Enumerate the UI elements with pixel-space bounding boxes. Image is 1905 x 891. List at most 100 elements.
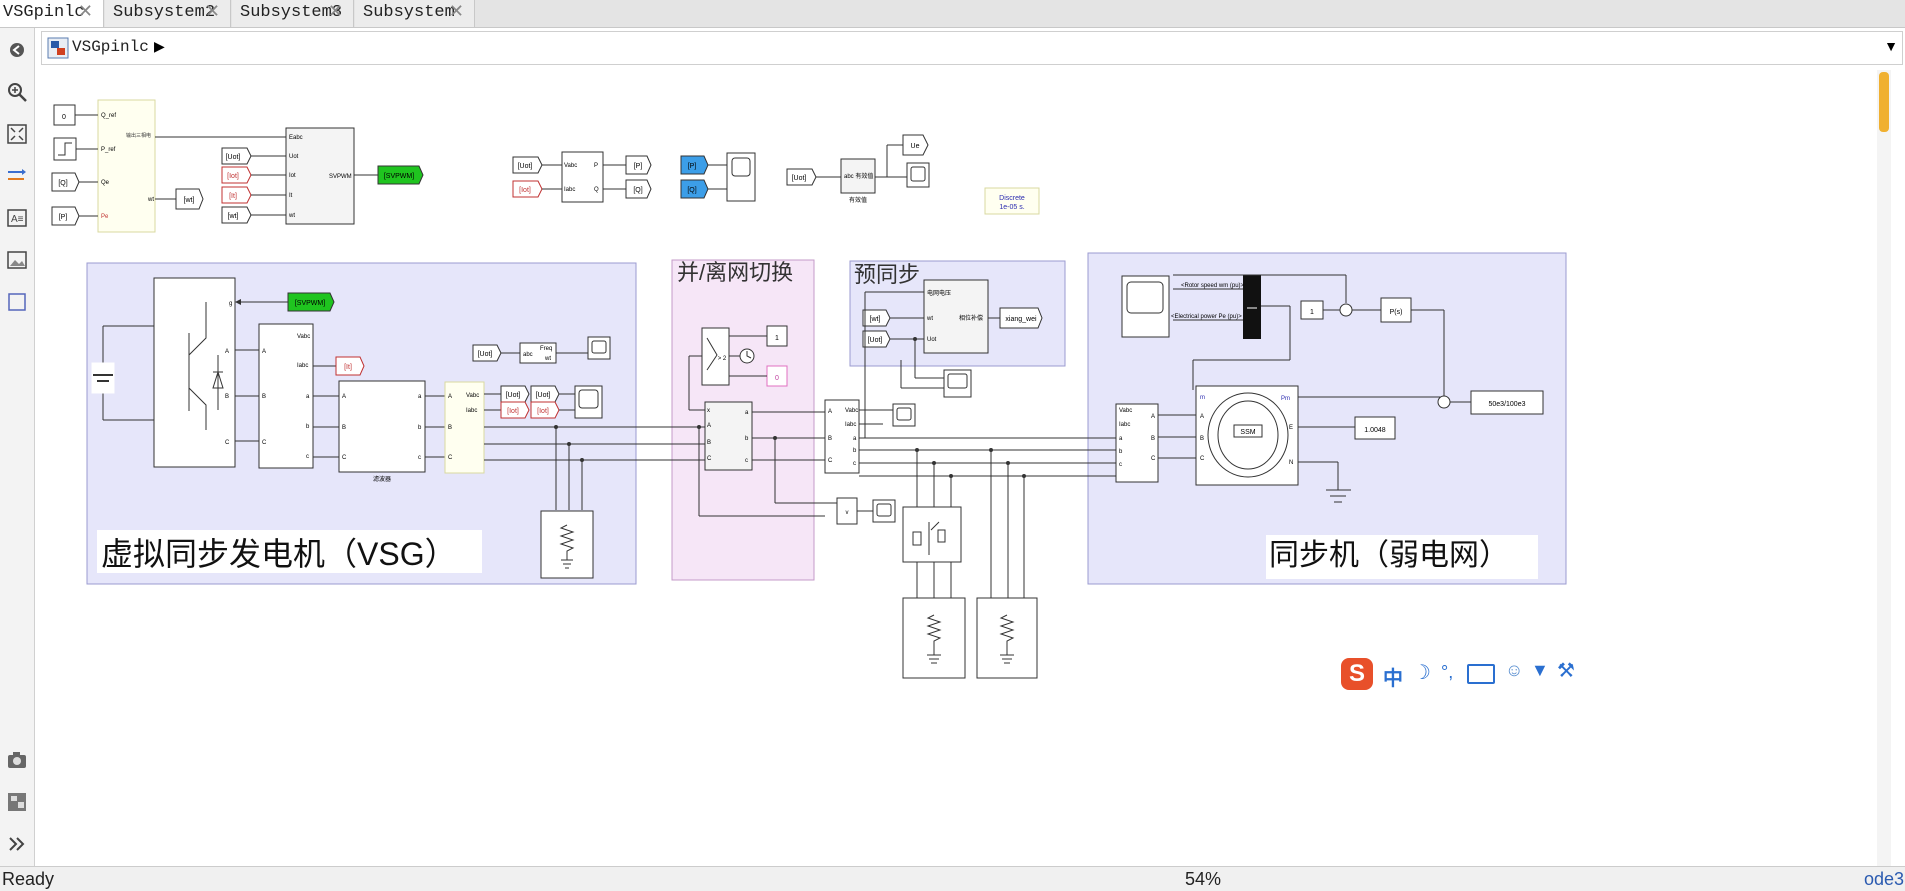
back-icon[interactable] — [5, 38, 29, 62]
svg-text:P: P — [594, 163, 598, 169]
svg-text:0: 0 — [775, 375, 779, 382]
zoom-in-icon[interactable] — [5, 80, 29, 104]
vi-measurement-4 — [1115, 403, 1159, 483]
tab-label: VSGpinlc — [3, 3, 85, 22]
solver-name[interactable]: ode3 — [1864, 869, 1905, 889]
close-icon[interactable]: ✕ — [448, 3, 464, 23]
from-p — [51, 206, 80, 226]
from-q — [51, 172, 80, 192]
camera-icon[interactable] — [5, 748, 29, 772]
zoom-level[interactable]: 54% — [1185, 869, 1222, 889]
fit-view-icon[interactable] — [5, 122, 29, 146]
constant-10048 — [1354, 416, 1396, 440]
goto-wt — [175, 188, 204, 210]
user-icon[interactable]: ☺ — [1505, 660, 1524, 680]
area-title-grid: 同步机（弱电网） — [1269, 539, 1509, 572]
breadcrumb-model[interactable]: VSGpinlc — [72, 38, 149, 56]
tab-subsystem[interactable]: Subsystem ✕ — [355, 0, 475, 27]
svg-text:[Uot]: [Uot] — [226, 154, 241, 161]
svg-text:Q: Q — [594, 187, 599, 193]
svg-text:Iabc: Iabc — [297, 363, 308, 369]
svg-text:m: m — [1200, 395, 1205, 401]
product-block — [1437, 395, 1451, 409]
svg-text:[Uot]: [Uot] — [506, 392, 521, 399]
svg-text:[Uot]: [Uot] — [478, 351, 493, 358]
svg-text:A: A — [342, 394, 346, 400]
svg-text:[SVPWM]: [SVPWM] — [384, 173, 414, 180]
svg-text:wt: wt — [926, 316, 933, 322]
svg-text:c: c — [306, 454, 309, 460]
close-icon[interactable]: ✕ — [77, 3, 93, 23]
svg-text:Uot: Uot — [927, 337, 937, 343]
svg-text:Iabc: Iabc — [1119, 422, 1130, 428]
svg-text:Freq: Freq — [540, 346, 552, 352]
annotation-icon[interactable]: A≡ — [5, 206, 29, 230]
svg-text:[wt]: [wt] — [228, 213, 239, 220]
svg-text:Vabc: Vabc — [564, 163, 577, 169]
model-icon — [47, 37, 69, 64]
svg-text:[Iot]: [Iot] — [519, 187, 531, 194]
svg-text:Pm: Pm — [1281, 396, 1290, 402]
breadcrumb: VSGpinlc ▶ ▼ — [41, 31, 1903, 65]
svg-text:C: C — [342, 455, 347, 461]
svg-text:Iabc: Iabc — [564, 187, 575, 193]
svg-text:x: x — [707, 408, 710, 414]
powergui-block — [984, 187, 1040, 215]
svg-text:Uot: Uot — [289, 154, 299, 160]
model-canvas[interactable]: 虚拟同步发电机（VSG） 并/离网切换 预同步 同步机（弱电网） 0 [Q] [… — [41, 70, 1891, 866]
svg-text:B: B — [448, 425, 452, 431]
status-bar: Ready 54% ode3 — [0, 866, 1905, 891]
ime-punctuation[interactable]: °, — [1441, 662, 1454, 682]
wrench-icon[interactable]: ⚒ — [1557, 660, 1575, 682]
svg-text:[Uot]: [Uot] — [536, 392, 551, 399]
svg-text:Vabc: Vabc — [1119, 408, 1132, 414]
chevron-right-icon[interactable]: ▶ — [154, 38, 165, 54]
chevron-down-icon[interactable]: ▼ — [1884, 38, 1898, 54]
svg-text:wt: wt — [147, 197, 154, 203]
svg-text:C: C — [828, 458, 833, 464]
close-icon[interactable]: ✕ — [327, 3, 343, 23]
svg-text:v: v — [846, 510, 849, 516]
svg-text:C: C — [262, 440, 267, 446]
svg-text:c: c — [853, 461, 856, 467]
keyboard-icon[interactable] — [1467, 664, 1495, 684]
svg-text:a: a — [418, 394, 422, 400]
vi-measurement-1 — [258, 323, 314, 469]
close-icon[interactable]: ✕ — [204, 3, 220, 23]
bus-selector — [1243, 275, 1261, 339]
sum-block — [1339, 303, 1353, 317]
svg-text:b: b — [418, 425, 422, 431]
tab-subsystem2[interactable]: Subsystem2 ✕ — [105, 0, 231, 27]
svg-text:Vabc: Vabc — [297, 334, 310, 340]
shirt-icon[interactable]: ▼ — [1531, 660, 1549, 680]
svg-text:[Iot]: [Iot] — [537, 408, 549, 415]
svg-text:Ue: Ue — [911, 143, 920, 150]
svg-text:N: N — [1289, 460, 1293, 466]
model-browser-icon[interactable] — [5, 790, 29, 814]
ime-chinese-mode[interactable]: 中 — [1383, 668, 1403, 690]
svg-text:相位补偿: 相位补偿 — [959, 314, 983, 322]
svg-text:b: b — [745, 436, 749, 442]
svg-text:[It]: [It] — [229, 193, 237, 200]
status-state: Ready — [2, 869, 55, 889]
svg-text:a: a — [1119, 436, 1123, 442]
svg-text:B: B — [1151, 436, 1155, 442]
moon-icon[interactable]: ☽ — [1413, 662, 1431, 684]
svg-text:[It]: [It] — [344, 364, 352, 371]
svg-text:c: c — [1119, 462, 1122, 468]
svg-text:1e-05 s.: 1e-05 s. — [999, 204, 1024, 211]
expand-icon[interactable] — [5, 832, 29, 856]
tab-subsystem3[interactable]: Subsystem3 ✕ — [232, 0, 354, 27]
ime-toolbar[interactable]: S 中 ☽ °, ☺ ▼ ⚒ — [1341, 658, 1861, 692]
svg-text:有效值: 有效值 — [849, 196, 867, 204]
transfer-fcn — [1380, 297, 1412, 323]
svg-text:a: a — [306, 394, 310, 400]
area-icon[interactable] — [5, 290, 29, 314]
tab-vsgpinlc[interactable]: VSGpinlc ✕ — [0, 0, 104, 27]
svg-text:[Q]: [Q] — [687, 187, 696, 194]
signal-lines-icon[interactable] — [5, 164, 29, 188]
svg-text:wt: wt — [544, 356, 551, 362]
svg-text:C: C — [707, 456, 712, 462]
image-icon[interactable] — [5, 248, 29, 272]
svg-text:[Q]: [Q] — [633, 187, 642, 194]
